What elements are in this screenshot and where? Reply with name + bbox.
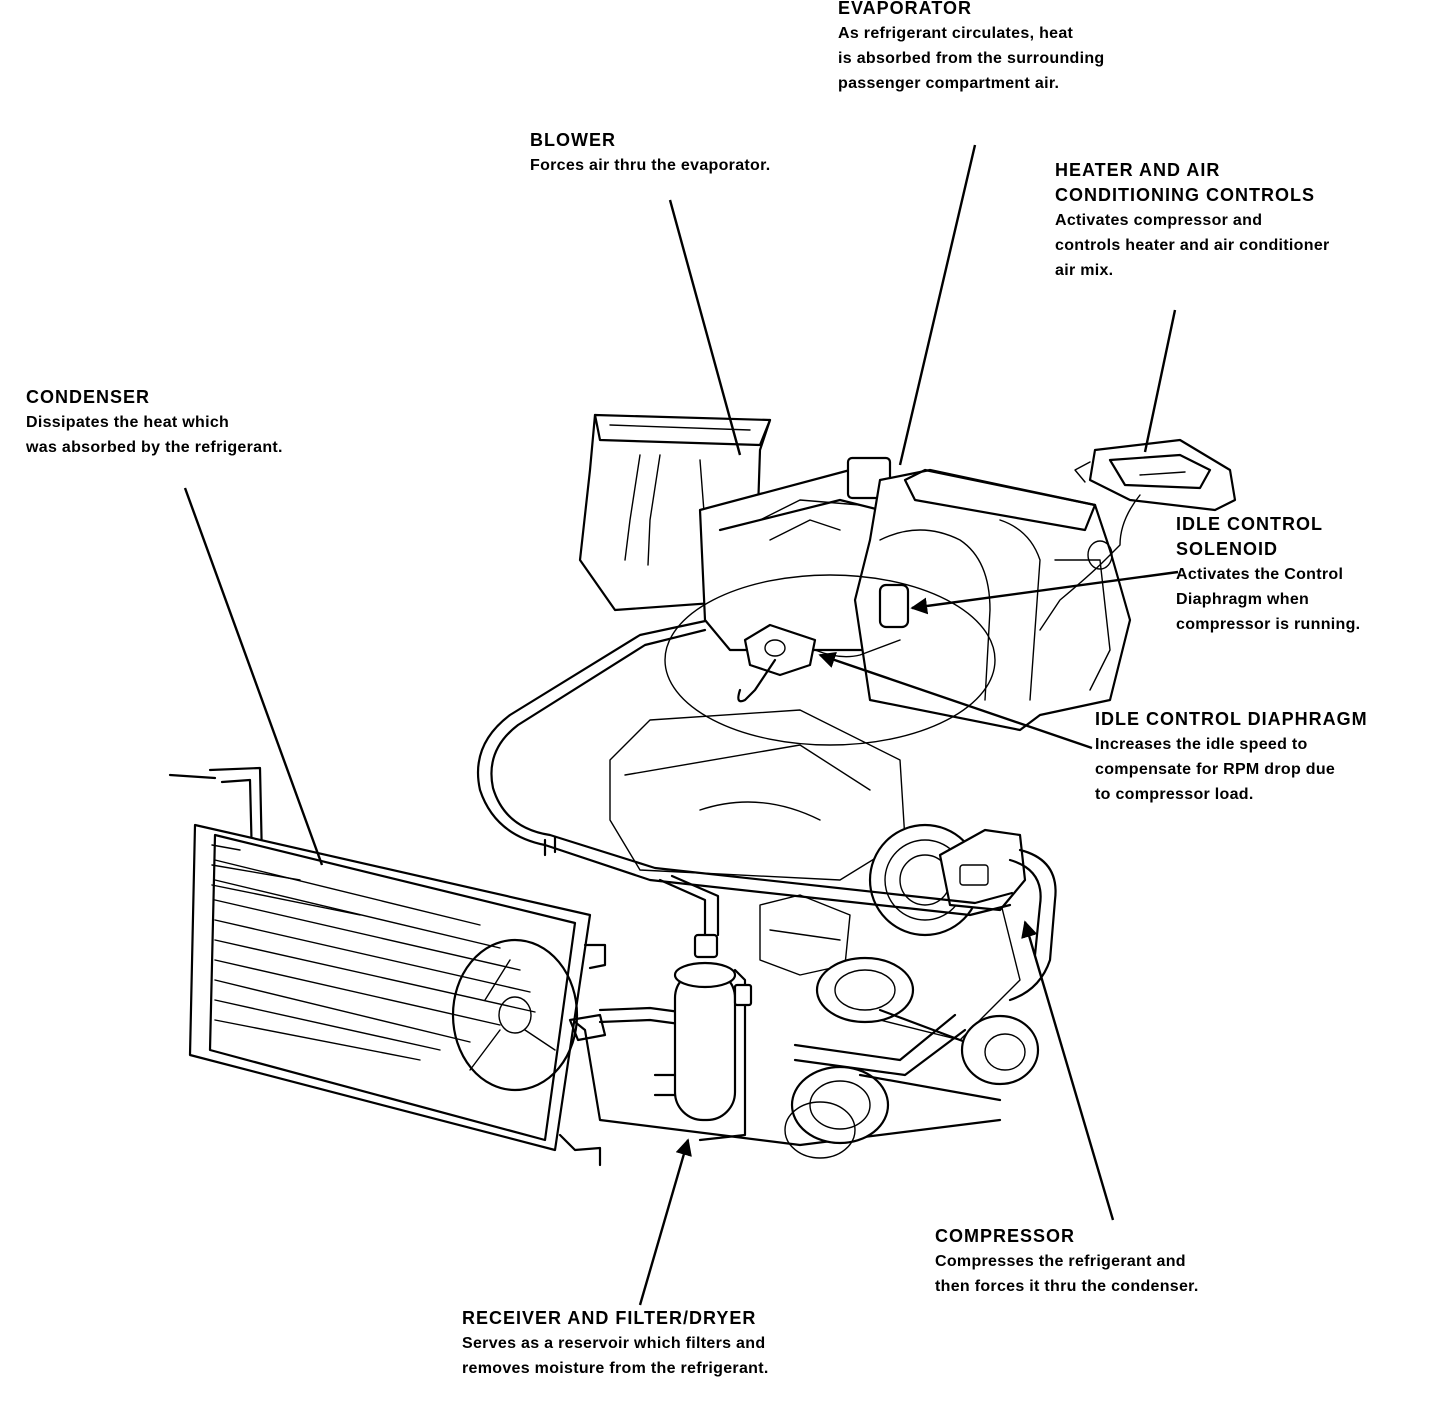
diaphragm-desc: Increases the idle speed to compensate f…: [1095, 736, 1336, 803]
callout-blower: BLOWER Forces air thru the evaporator.: [530, 128, 770, 178]
compressor-title: COMPRESSOR: [935, 1226, 1076, 1246]
hvac-box: [578, 413, 1132, 746]
leader-blower: [668, 199, 742, 456]
leader-compressor: [1021, 920, 1115, 1221]
leader-lines: [183, 144, 1179, 1306]
receiver-dryer-unit: [653, 933, 753, 1122]
engine-block: [558, 709, 1021, 1159]
leader-controls: [1143, 309, 1177, 453]
refrigerant-lines: [168, 618, 1014, 1142]
leader-diaphragm: [818, 651, 1093, 750]
condenser-title: CONDENSER: [26, 387, 151, 407]
solenoid-title: IDLE CONTROL SOLENOID: [1176, 514, 1323, 559]
diaphragm-body: [743, 623, 817, 677]
blower-desc: Forces air thru the evaporator.: [530, 157, 771, 174]
callout-diaphragm: IDLE CONTROL DIAPHRAGM Increases the idl…: [1095, 707, 1368, 807]
leader-solenoid: [910, 570, 1179, 615]
compressor-desc: Compresses the refrigerant and then forc…: [935, 1253, 1199, 1295]
control-panel: [1039, 438, 1237, 631]
condenser-unit: [188, 823, 607, 1167]
compressor-unit: [868, 823, 1057, 1086]
controls-title: HEATER AND AIR CONDITIONING CONTROLS: [1055, 160, 1315, 205]
condenser-desc: Dissipates the heat which was absorbed b…: [26, 414, 283, 456]
evaporator-title: EVAPORATOR: [838, 0, 973, 18]
evaporator-desc: As refrigerant circulates, heat is absor…: [838, 25, 1105, 92]
receiver-desc: Serves as a reservoir which filters and …: [462, 1335, 769, 1377]
solenoid-desc: Activates the Control Diaphragm when com…: [1176, 566, 1361, 633]
solenoid-body: [878, 583, 910, 629]
diaphragm-title: IDLE CONTROL DIAPHRAGM: [1095, 709, 1368, 729]
callout-evaporator: EVAPORATOR As refrigerant circulates, he…: [838, 0, 1105, 96]
callout-receiver: RECEIVER AND FILTER/DRYER Serves as a re…: [462, 1306, 769, 1381]
callout-solenoid: IDLE CONTROL SOLENOID Activates the Cont…: [1176, 512, 1360, 637]
receiver-title: RECEIVER AND FILTER/DRYER: [462, 1308, 757, 1328]
callout-condenser: CONDENSER Dissipates the heat which was …: [26, 385, 283, 460]
controls-desc: Activates compressor and controls heater…: [1055, 212, 1330, 279]
callout-compressor: COMPRESSOR Compresses the refrigerant an…: [935, 1224, 1199, 1299]
leader-receiver: [638, 1138, 692, 1306]
callout-controls: HEATER AND AIR CONDITIONING CONTROLS Act…: [1055, 158, 1330, 283]
alternator-pulley: [815, 956, 915, 1024]
blower-title: BLOWER: [530, 130, 616, 150]
leader-evaporator: [898, 144, 977, 466]
leader-condenser: [183, 487, 324, 866]
